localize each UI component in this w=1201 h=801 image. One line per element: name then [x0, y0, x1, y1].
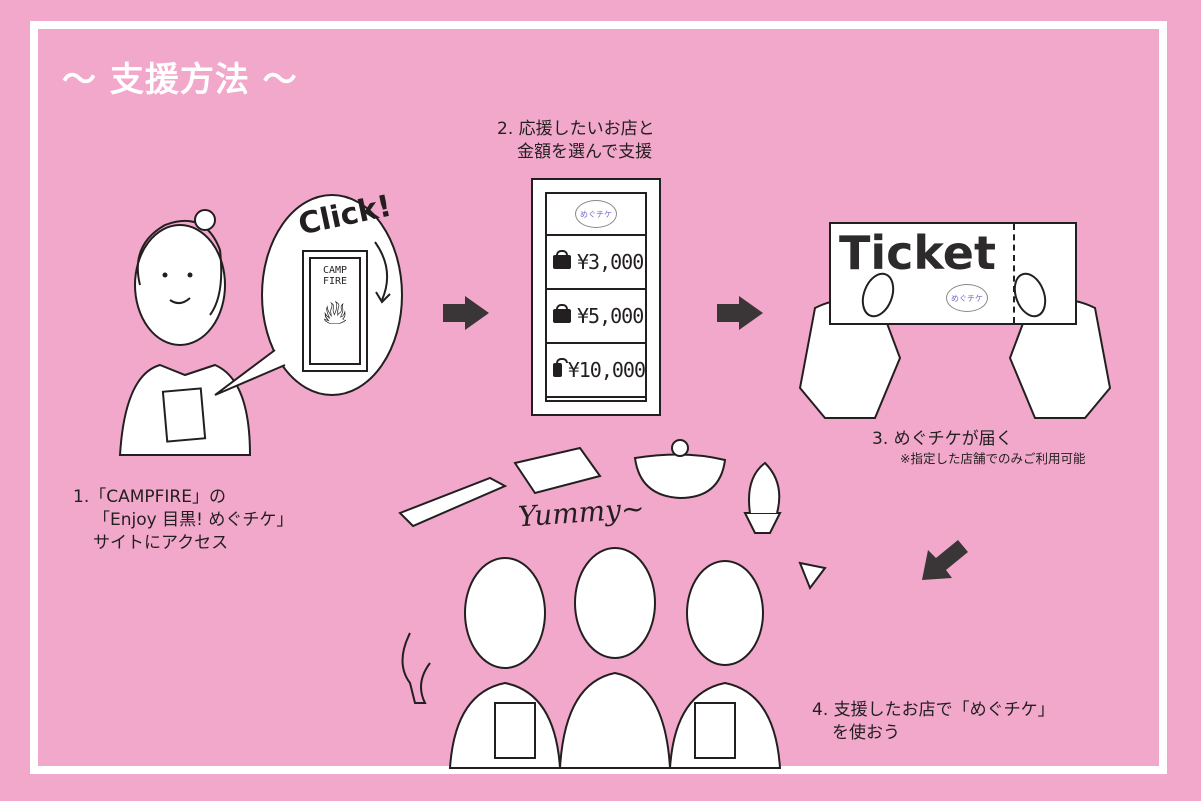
- step-3-text: 3. めぐチケが届く ※指定した店舗でのみご利用可能: [872, 429, 1086, 466]
- amount-row: ¥3,000: [547, 236, 645, 290]
- woman-illustration: [118, 209, 252, 456]
- friends-illustration: [401, 547, 827, 769]
- gift-icon: [553, 250, 571, 269]
- megu-chike-logo: めぐチケ: [946, 284, 988, 312]
- arrow-down-left-icon: [922, 540, 968, 580]
- phone-illustration: めぐチケ ¥3,000 ¥5,000 ¥10,000: [531, 178, 661, 416]
- amount-label: ¥5,000: [577, 304, 644, 328]
- campfire-line-1: CAMP: [322, 265, 348, 276]
- step-1-text: 1.「CAMPFIRE」の 「Enjoy 目黒! めぐチケ」 サイトにアクセス: [73, 487, 294, 553]
- gift-icon: [553, 304, 571, 323]
- white-frame: [30, 21, 1167, 774]
- logo-row: めぐチケ: [547, 194, 645, 236]
- arrow-right-icon: [717, 296, 763, 330]
- gift-icon: [553, 358, 568, 377]
- amount-label: ¥3,000: [577, 250, 644, 274]
- campfire-line-2: FIRE: [322, 276, 348, 287]
- thumbs-illustration: [861, 272, 1047, 318]
- ticket-perforation: [1013, 224, 1015, 323]
- campfire-card: CAMP FIRE 🔥︎: [302, 250, 368, 372]
- flame-icon: 🔥︎: [322, 293, 348, 333]
- amount-label: ¥10,000: [567, 358, 646, 382]
- amount-row: ¥5,000: [547, 290, 645, 344]
- amount-row: ¥10,000: [547, 344, 646, 398]
- page-title: 〜 支援方法 〜: [62, 60, 298, 100]
- arrow-right-icon: [443, 296, 489, 330]
- food-illustrations: [398, 439, 782, 534]
- step-2-text: 2. 応援したいお店と 金額を選んで支援: [497, 119, 655, 162]
- curved-arrow-icon: [374, 241, 391, 304]
- step-4-text: 4. 支援したお店で「めぐチケ」 を使おう: [812, 700, 1055, 743]
- hands-illustration: [798, 299, 1112, 419]
- usage-note: ※指定した店舗でのみご利用可能: [900, 451, 1086, 466]
- ticket-word: Ticket: [839, 226, 996, 280]
- megu-chike-logo: めぐチケ: [575, 200, 617, 228]
